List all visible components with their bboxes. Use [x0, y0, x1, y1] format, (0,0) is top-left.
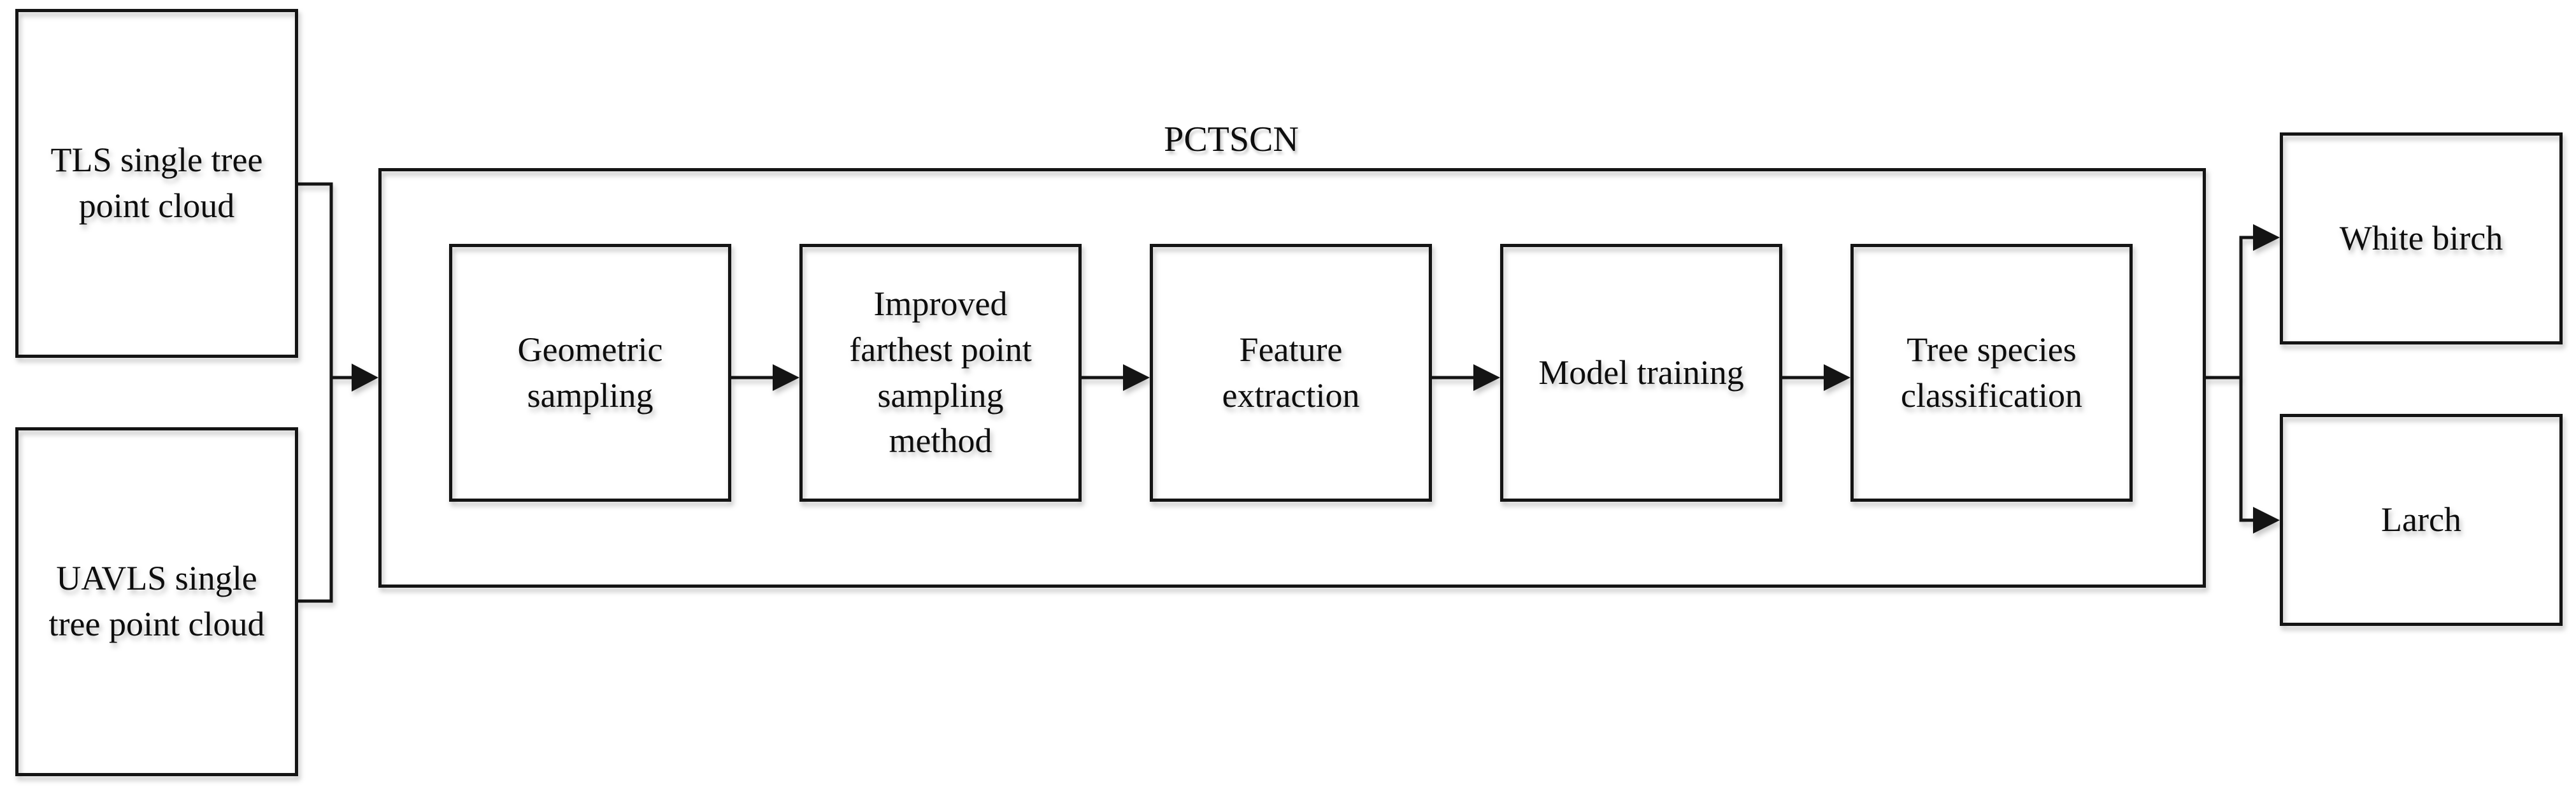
stage-arrow-4 [1782, 364, 1850, 391]
input-box-tls: TLS single tree point cloud [15, 9, 298, 358]
output-split-bracket [2206, 236, 2243, 522]
stage-label: Tree species classification [1901, 330, 2082, 415]
input-box-uavls: UAVLS single tree point cloud [15, 427, 298, 776]
input-label-uavls: UAVLS single tree point cloud [48, 559, 265, 643]
input-label-tls: TLS single tree point cloud [50, 141, 263, 225]
arrowhead-icon [2253, 507, 2280, 534]
stage-box-model-training: Model training [1500, 244, 1782, 502]
output-arrow-larch [2241, 507, 2280, 534]
stage-box-improved-farthest-point-sampling: Improved farthest point sampling method [799, 244, 1082, 502]
stage-box-tree-species-classification: Tree species classification [1850, 244, 2133, 502]
stage-label: Model training [1538, 353, 1744, 392]
pipeline-input-arrow [331, 364, 378, 392]
stage-label: Geometric sampling [517, 330, 663, 415]
stage-box-geometric-sampling: Geometric sampling [449, 244, 731, 502]
output-box-white-birch: White birch [2280, 132, 2563, 344]
arrowhead-icon [2253, 224, 2280, 251]
output-arrow-white-birch [2241, 224, 2280, 251]
stage-label: Improved farthest point sampling method [849, 284, 1032, 460]
arrowhead-icon [1824, 364, 1850, 391]
pipeline-title: PCTSCN [1164, 120, 1299, 159]
stage-arrow-3 [1432, 364, 1500, 391]
output-label-white-birch: White birch [2339, 218, 2503, 257]
stage-arrow-1 [731, 364, 799, 391]
arrowhead-icon [773, 364, 799, 391]
arrowhead-icon [1123, 364, 1150, 391]
stage-label: Feature extraction [1222, 330, 1360, 415]
stage-arrow-2 [1082, 364, 1150, 391]
output-label-larch: Larch [2381, 500, 2461, 539]
output-box-larch: Larch [2280, 414, 2563, 626]
stage-box-feature-extraction: Feature extraction [1150, 244, 1432, 502]
pipeline-container-box [378, 168, 2206, 588]
input-merge-bracket [298, 182, 333, 603]
arrowhead-icon [1473, 364, 1500, 391]
arrowhead-icon [352, 364, 378, 392]
